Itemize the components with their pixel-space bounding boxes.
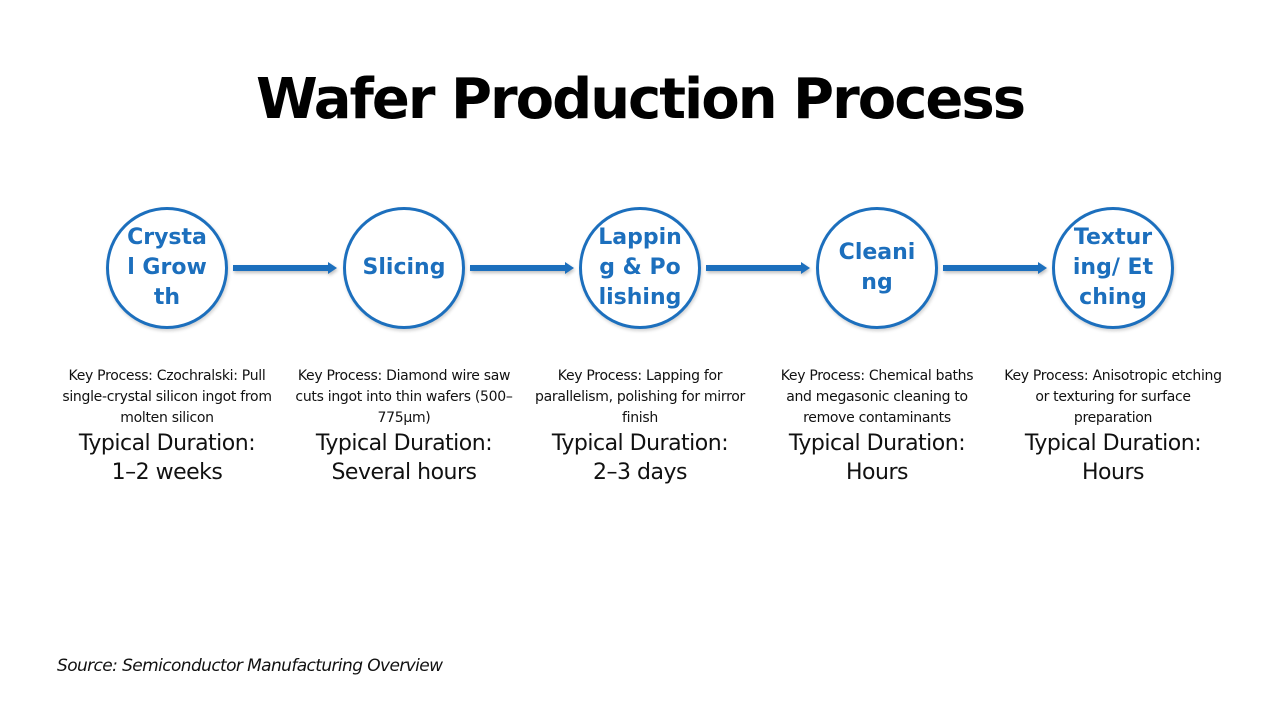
arrow-right-icon [943, 262, 1047, 274]
duration-label: Typical Duration: [551, 431, 729, 456]
step-label: Cleaning [838, 240, 916, 295]
duration-value: Several hours [331, 460, 477, 485]
arrow-right-icon [706, 262, 810, 274]
duration-label: Typical Duration: [788, 431, 966, 456]
step-label: Texturing/ Etching [1072, 225, 1154, 310]
duration-label: Typical Duration: [78, 431, 256, 456]
source-note: Source: Semiconductor Manufacturing Over… [57, 656, 443, 676]
step-info-slicing: Key Process: Diamond wire saw cuts ingot… [294, 366, 514, 487]
duration-value: 2–3 days [593, 460, 687, 485]
step-info-texturing-etching: Key Process: Anisotropic etching or text… [1003, 366, 1223, 487]
arrow-right-icon [233, 262, 337, 274]
step-circle-cleaning: Cleaning [816, 207, 938, 329]
step-label: Lapping & Polishing [598, 225, 682, 310]
arrow-right-icon [470, 262, 574, 274]
step-info-crystal-growth: Key Process: Czochralski: Pull single-cr… [57, 366, 277, 487]
step-circle-slicing: Slicing [343, 207, 465, 329]
step-circle-texturing-etching: Texturing/ Etching [1052, 207, 1174, 329]
step-info-cleaning: Key Process: Chemical baths and megasoni… [772, 366, 982, 487]
step-info-lapping-polishing: Key Process: Lapping for parallelism, po… [530, 366, 750, 487]
duration-label: Typical Duration: [315, 431, 493, 456]
key-process-text: Key Process: Diamond wire saw cuts ingot… [295, 368, 513, 426]
step-label: Slicing [362, 255, 446, 280]
duration-value: 1–2 weeks [111, 460, 223, 485]
duration-value: Hours [846, 460, 908, 485]
step-circle-lapping-polishing: Lapping & Polishing [579, 207, 701, 329]
duration-label: Typical Duration: [1024, 431, 1202, 456]
duration-value: Hours [1082, 460, 1144, 485]
key-process-text: Key Process: Anisotropic etching or text… [1004, 368, 1222, 426]
key-process-text: Key Process: Chemical baths and megasoni… [780, 368, 974, 426]
step-label: Crystal Growth [127, 225, 207, 310]
key-process-text: Key Process: Lapping for parallelism, po… [535, 368, 745, 426]
key-process-text: Key Process: Czochralski: Pull single-cr… [62, 368, 272, 426]
step-circle-crystal-growth: Crystal Growth [106, 207, 228, 329]
page-title: Wafer Production Process [255, 67, 1026, 132]
